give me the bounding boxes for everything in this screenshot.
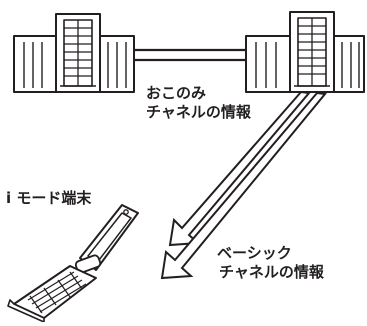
- flip-phone-icon: [7, 204, 139, 323]
- imode-terminal-label: i モード端末: [6, 189, 92, 207]
- basic-channel-label-line2: チャネルの情報: [219, 263, 324, 281]
- okonomi-channel-label-line2: チャネルの情報: [146, 103, 251, 121]
- basic-channel-label: ベーシック チャネルの情報: [217, 244, 324, 282]
- building-connection-line: [132, 48, 248, 62]
- basic-channel-arrow-upper: [168, 90, 311, 247]
- okonomi-channel-label-line1: おこのみ: [146, 84, 207, 102]
- basic-channel-label-line1: ベーシック: [217, 244, 292, 262]
- okonomi-channel-label: おこのみ チャネルの情報: [146, 84, 251, 122]
- left-building-icon: [13, 13, 135, 93]
- basic-channel-arrow-lower: [160, 91, 327, 280]
- right-building-icon: [245, 11, 365, 93]
